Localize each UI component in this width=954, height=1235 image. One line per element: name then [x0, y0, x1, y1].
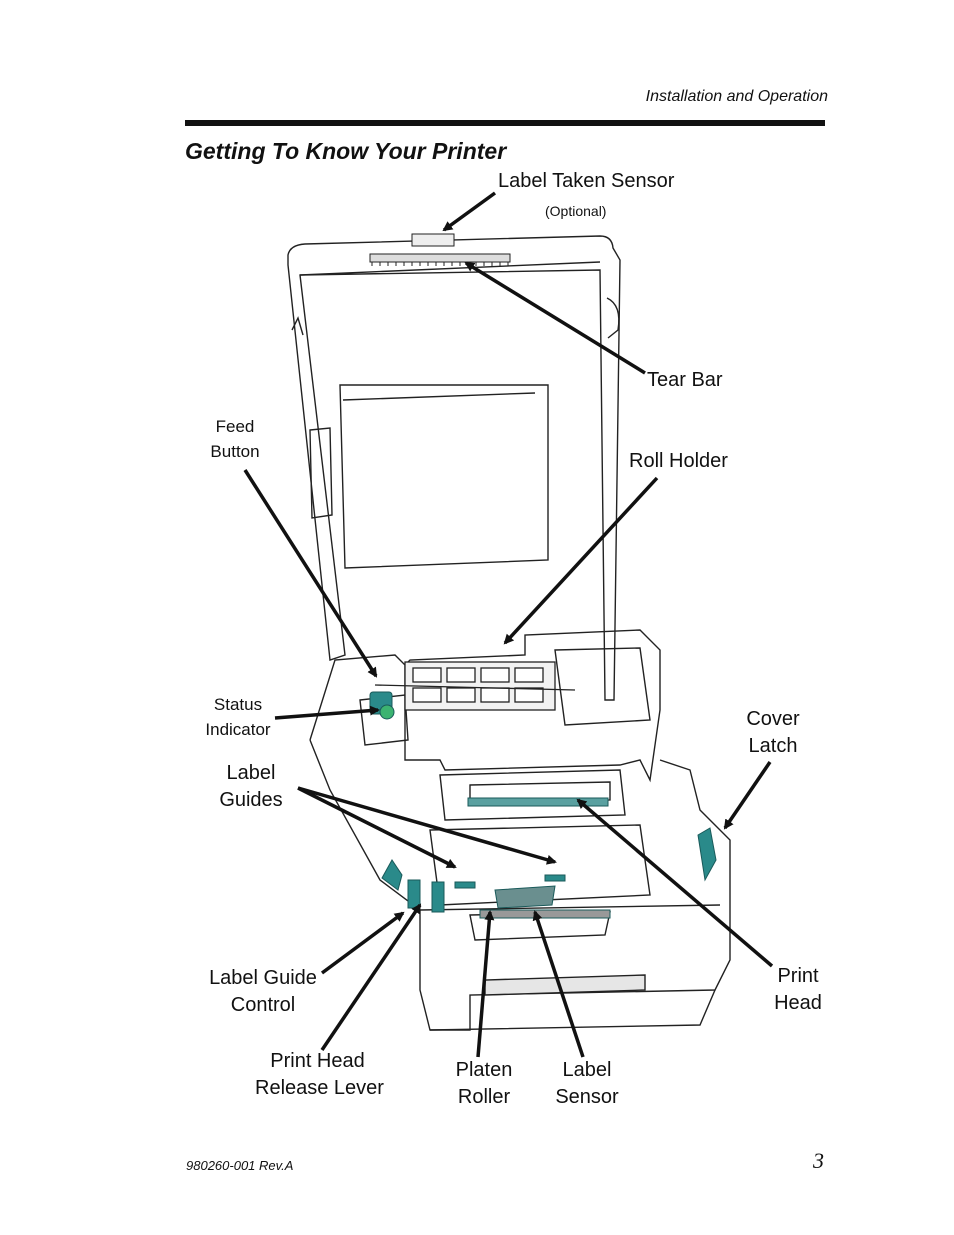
arrow-feed-button [243, 469, 378, 678]
label-guides-label: Label Guides [216, 760, 286, 814]
optional-note: (Optional) [545, 203, 607, 219]
arrow-platen-roller [476, 910, 495, 1058]
platen-roller-line1: Platen [455, 1059, 513, 1081]
label-taken-sensor-shape [411, 233, 455, 247]
label-guides-line2: Guides [219, 789, 283, 811]
page-number: 3 [813, 1148, 824, 1173]
arrow-tear-bar [464, 261, 646, 375]
platen-roller-label: Platen Roller [452, 1057, 516, 1111]
cover-latch-line2: Latch [748, 735, 798, 757]
status-indicator-line1: Status [213, 695, 263, 714]
header-rule [185, 120, 825, 126]
page-title: Getting To Know Your Printer [185, 138, 507, 164]
print-head-release-line1: Print Head [270, 1050, 365, 1072]
printer-cover [287, 235, 621, 701]
cover-latch-label: Cover Latch [740, 706, 806, 760]
doc-number: 980260-001 Rev.A [186, 1158, 294, 1173]
running-header: Installation and Operation [645, 88, 828, 105]
print-head-label: Print Head [768, 963, 828, 1017]
feed-button-line1: Feed [215, 417, 255, 436]
label-sensor-line1: Label [562, 1059, 612, 1081]
label-guide-control-line2: Control [230, 994, 296, 1016]
print-head-release-line2: Release Lever [255, 1077, 384, 1099]
arrow-status-indicator [274, 705, 380, 720]
platen-roller-line2: Roller [457, 1086, 511, 1108]
arrow-label-guides-1 [297, 786, 457, 869]
feed-button-label: Feed Button [203, 414, 267, 464]
arrow-label-guide-control [320, 911, 405, 975]
status-indicator-label: Status Indicator [198, 692, 278, 742]
label-guide-control-line1: Label Guide [209, 967, 317, 989]
label-guide-control-label: Label Guide Control [206, 965, 320, 1019]
arrow-cover-latch [723, 761, 772, 830]
arrow-print-head [576, 798, 774, 968]
arrow-label-guides-2 [297, 786, 557, 865]
printer-base [309, 629, 731, 1031]
tear-bar-label: Tear Bar [647, 369, 723, 391]
arrow-roll-holder [503, 476, 659, 645]
arrow-label-taken-sensor [442, 191, 497, 232]
print-head-line1: Print [777, 965, 819, 987]
label-taken-sensor-label: Label Taken Sensor [498, 168, 674, 195]
roll-holder-label: Roll Holder [629, 450, 728, 472]
label-sensor-line2: Sensor [555, 1086, 619, 1108]
tear-bar-shape [369, 253, 511, 266]
roll-holder-shape [374, 661, 576, 711]
label-taken-sensor-text: Label Taken Sensor [498, 170, 675, 192]
print-head-release-label: Print Head Release Lever [255, 1048, 384, 1102]
print-head-line2: Head [774, 992, 822, 1014]
status-indicator-line2: Indicator [205, 720, 271, 739]
label-sensor-label: Label Sensor [553, 1057, 621, 1111]
arrow-label-sensor [532, 910, 585, 1058]
cover-latch-line1: Cover [746, 708, 800, 730]
label-guides-line1: Label [226, 762, 276, 784]
feed-button-line2: Button [210, 442, 260, 461]
arrow-print-head-release [320, 903, 422, 1051]
teal-parts [369, 691, 717, 919]
callout-arrows [243, 191, 774, 1058]
